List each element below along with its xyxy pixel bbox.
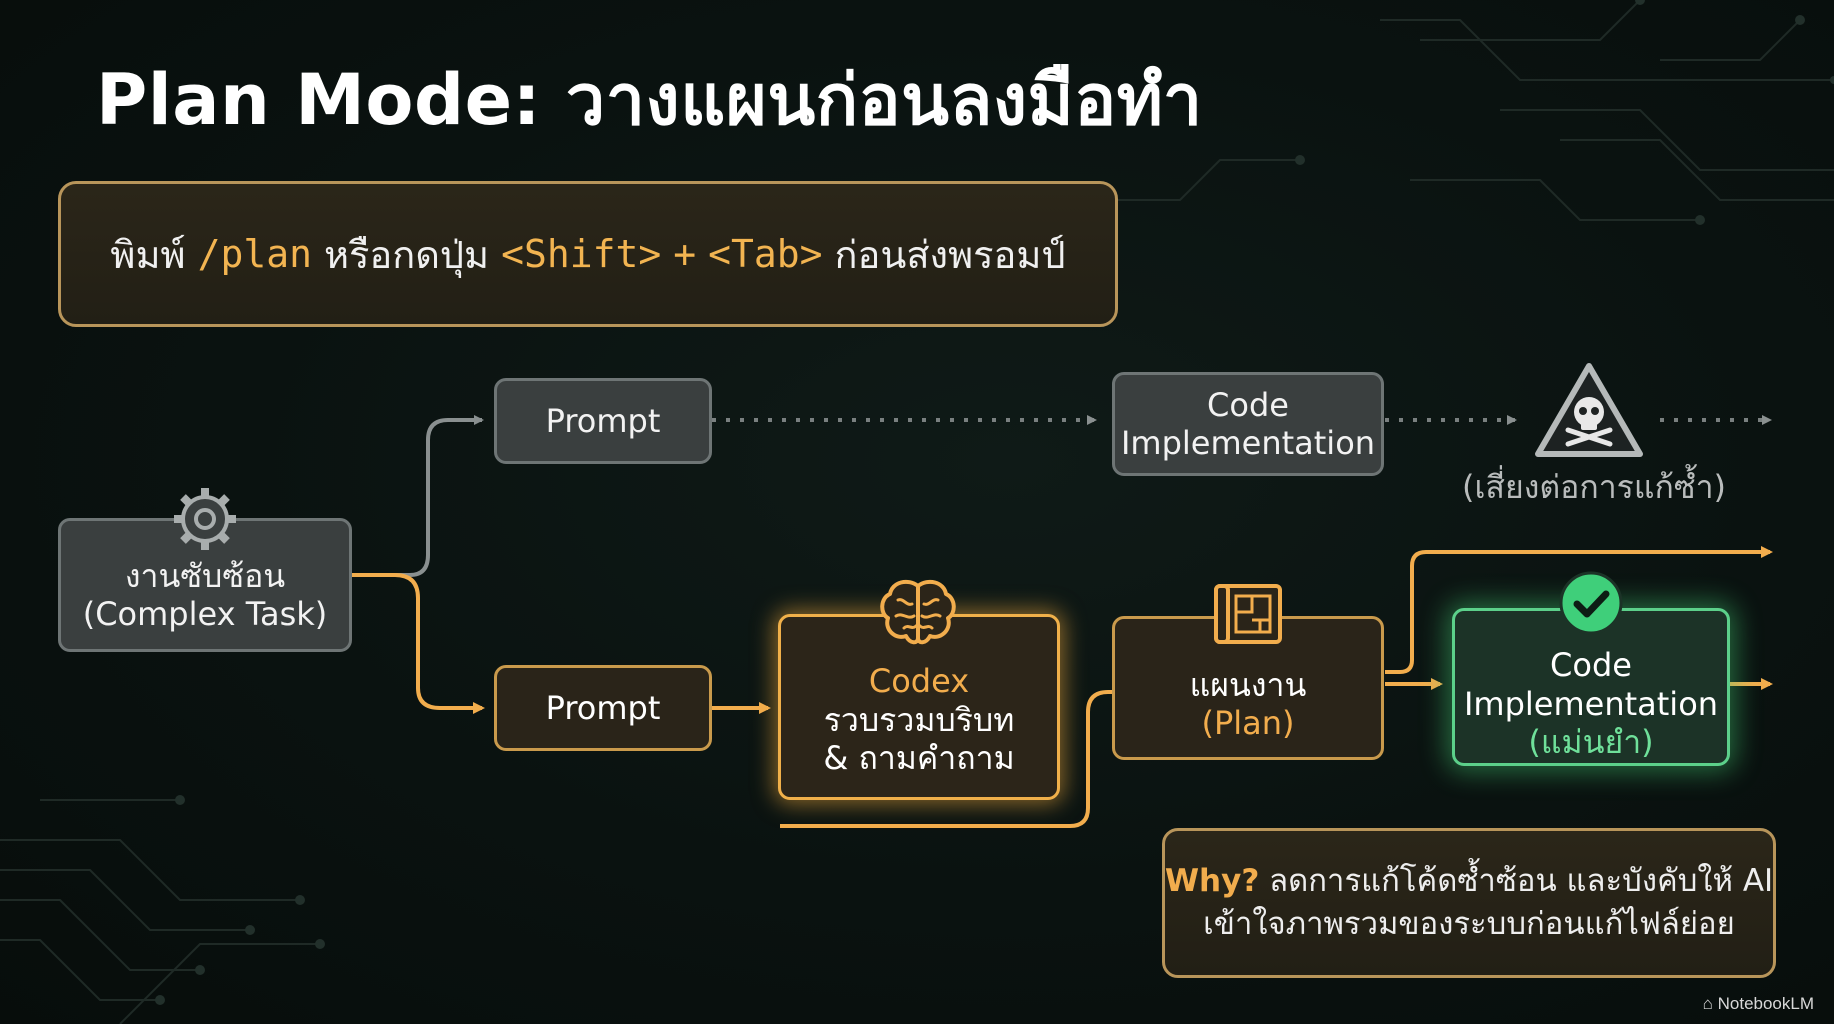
connector-codex-to-plan xyxy=(780,690,1112,828)
plan-command: /plan xyxy=(197,232,312,276)
plus-sign: + xyxy=(673,232,697,276)
code-top-line2: Implementation xyxy=(1120,424,1376,462)
instruction-box: พิมพ์ /plan หรือกดปุ่ม <Shift> + <Tab> ก… xyxy=(58,181,1118,327)
codex-title: Codex xyxy=(868,662,970,701)
blueprint-icon xyxy=(1214,584,1282,644)
prompt-top-label: Prompt xyxy=(545,401,661,440)
complex-task-line2: (Complex Task) xyxy=(82,595,328,633)
code-bottom-line3: (แม่นยำ) xyxy=(1528,723,1654,762)
why-line1-text: ลดการแก้โค้ดซ้ำซ้อน และบังคับให้ AI xyxy=(1269,862,1774,899)
why-label: Why? xyxy=(1164,862,1260,899)
risk-label: (เสี่ยงต่อการแก้ซ้ำ) xyxy=(1462,468,1727,506)
code-bottom-line2: Implementation xyxy=(1463,684,1719,723)
connector-task-to-prompt-bottom xyxy=(352,573,485,714)
code-top-node: Code Implementation xyxy=(1112,372,1384,476)
brain-icon xyxy=(880,579,956,645)
brand-label: NotebookLM xyxy=(1717,994,1814,1013)
notebooklm-brand: ⌂ NotebookLM xyxy=(1703,994,1814,1014)
skull-warning-icon xyxy=(1535,363,1643,457)
codex-line3: & ถามคำถาม xyxy=(823,739,1015,778)
instruction-suffix: ก่อนส่งพรอมป์ xyxy=(834,232,1066,277)
plan-line2: (Plan) xyxy=(1201,704,1295,742)
code-bottom-line1: Code xyxy=(1550,646,1632,685)
instruction-middle: หรือกดปุ่ม xyxy=(323,232,490,277)
connector-plan-to-upper-arrow xyxy=(1385,546,1773,674)
why-line1: Why? ลดการแก้โค้ดซ้ำซ้อน และบังคับให้ AI xyxy=(1165,860,1773,903)
code-top-line1: Code xyxy=(1207,385,1289,424)
shift-key: <Shift> xyxy=(501,232,662,276)
codex-line2: รวบรวมบริบท xyxy=(823,700,1015,739)
gear-icon xyxy=(174,488,236,550)
why-box: Why? ลดการแก้โค้ดซ้ำซ้อน และบังคับให้ AI… xyxy=(1162,828,1776,978)
check-circle-icon xyxy=(1559,571,1623,635)
plan-line1: แผนงาน xyxy=(1189,665,1307,704)
prompt-bottom-node: Prompt xyxy=(494,665,712,751)
tab-key: <Tab> xyxy=(708,232,823,276)
prompt-bottom-label: Prompt xyxy=(545,688,661,727)
brand-icon: ⌂ xyxy=(1702,994,1713,1013)
why-line2: เข้าใจภาพรวมของระบบก่อนแก้ไฟล์ย่อย xyxy=(1203,906,1735,942)
complex-task-line1: งานซับซ้อน xyxy=(124,556,286,595)
codex-node: Codex รวบรวมบริบท & ถามคำถาม xyxy=(778,614,1060,800)
instruction-prefix: พิมพ์ xyxy=(110,232,186,277)
connector-task-to-prompt-top xyxy=(352,415,484,577)
prompt-top-node: Prompt xyxy=(494,378,712,464)
page-title: Plan Mode: วางแผนก่อนลงมือทำ xyxy=(96,59,1203,141)
